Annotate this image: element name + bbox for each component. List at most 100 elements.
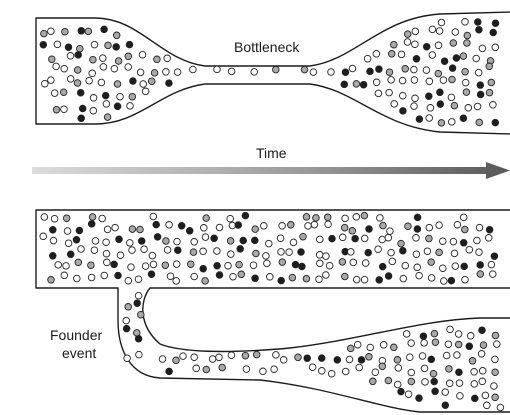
- allele-dot: [55, 262, 62, 269]
- allele-dot: [479, 327, 486, 334]
- allele-dot: [173, 261, 180, 268]
- allele-dot: [90, 95, 97, 102]
- allele-dot: [464, 40, 471, 47]
- allele-dot: [423, 43, 430, 50]
- allele-dot: [101, 26, 108, 33]
- allele-dot: [388, 249, 395, 256]
- allele-dot: [492, 394, 499, 401]
- allele-dot: [435, 42, 442, 49]
- allele-dot: [412, 28, 419, 35]
- allele-dot: [115, 58, 122, 65]
- allele-dot: [354, 341, 361, 348]
- allele-dot: [462, 79, 469, 86]
- allele-dot: [267, 274, 274, 281]
- allele-dot: [273, 66, 280, 73]
- allele-dot: [479, 45, 486, 52]
- allele-dot: [173, 357, 180, 364]
- allele-dot: [427, 105, 434, 112]
- allele-dot: [50, 237, 57, 244]
- allele-dot: [386, 89, 393, 96]
- allele-dot: [148, 78, 155, 85]
- allele-dot: [191, 239, 198, 246]
- allele-dot: [237, 246, 244, 253]
- allele-dot: [50, 227, 57, 234]
- allele-dot: [61, 272, 68, 279]
- allele-dot: [456, 380, 463, 387]
- bottleneck-label: Bottleneck: [234, 39, 300, 55]
- allele-dot: [73, 237, 80, 244]
- allele-dot: [102, 92, 109, 99]
- allele-dot: [167, 273, 174, 280]
- allele-dot: [443, 352, 450, 359]
- allele-dot: [376, 277, 383, 284]
- allele-dot: [347, 345, 354, 352]
- allele-dot: [353, 276, 360, 283]
- allele-dot: [456, 369, 463, 376]
- allele-dot: [67, 251, 74, 258]
- allele-dot: [178, 223, 185, 230]
- allele-dot: [476, 26, 483, 33]
- allele-dot: [398, 240, 405, 247]
- allele-dot: [117, 252, 124, 259]
- allele-dot: [436, 249, 443, 256]
- allele-dot: [242, 212, 249, 219]
- allele-dot: [346, 356, 353, 363]
- allele-dot: [180, 353, 187, 360]
- allele-dot: [451, 102, 458, 109]
- allele-dot: [394, 357, 401, 364]
- allele-dot: [104, 114, 111, 121]
- allele-dot: [317, 260, 324, 267]
- allele-dot: [460, 115, 467, 122]
- allele-dot: [116, 236, 123, 243]
- allele-dot: [431, 330, 438, 337]
- allele-dot: [112, 224, 119, 231]
- allele-dot: [438, 19, 445, 26]
- allele-dot: [380, 342, 387, 349]
- allele-dot: [273, 352, 280, 359]
- allele-dot: [488, 79, 495, 86]
- allele-dot: [394, 381, 401, 388]
- allele-dot: [125, 304, 132, 311]
- allele-dot: [316, 276, 323, 283]
- allele-dot: [42, 80, 49, 87]
- allele-dot: [411, 103, 418, 110]
- allele-dot: [452, 29, 459, 36]
- allele-dot: [140, 81, 147, 88]
- allele-dot: [388, 77, 395, 84]
- allele-dot: [139, 51, 146, 58]
- allele-dot: [477, 91, 484, 98]
- allele-dot: [214, 248, 221, 255]
- allele-dot: [309, 364, 316, 371]
- allele-dot: [271, 366, 278, 373]
- allele-dot: [127, 240, 134, 247]
- allele-dot: [92, 238, 99, 245]
- allele-dot: [188, 261, 195, 268]
- allele-dot: [150, 261, 157, 268]
- allele-dot: [40, 233, 47, 240]
- allele-dot: [455, 331, 462, 338]
- allele-dot: [412, 95, 419, 102]
- allele-dot: [154, 56, 161, 63]
- allele-dot: [89, 70, 96, 77]
- allele-dot: [214, 66, 221, 73]
- allele-dot: [358, 357, 365, 364]
- allele-dot: [460, 53, 467, 60]
- allele-dot: [490, 102, 497, 109]
- allele-dot: [74, 275, 81, 282]
- allele-dot: [478, 351, 485, 358]
- allele-dot: [53, 106, 60, 113]
- allele-dot: [440, 265, 447, 272]
- allele-dot: [377, 215, 384, 222]
- allele-dot: [137, 69, 144, 76]
- allele-dot: [216, 354, 223, 361]
- allele-dot: [353, 214, 360, 221]
- allele-dot: [497, 404, 504, 411]
- allele-dot: [437, 89, 444, 96]
- allele-dot: [387, 228, 394, 235]
- allele-dot: [430, 370, 437, 377]
- allele-dot: [98, 79, 105, 86]
- allele-dot: [429, 52, 436, 59]
- allele-dot: [395, 365, 402, 372]
- allele-dot: [113, 44, 120, 51]
- allele-dot: [89, 214, 96, 221]
